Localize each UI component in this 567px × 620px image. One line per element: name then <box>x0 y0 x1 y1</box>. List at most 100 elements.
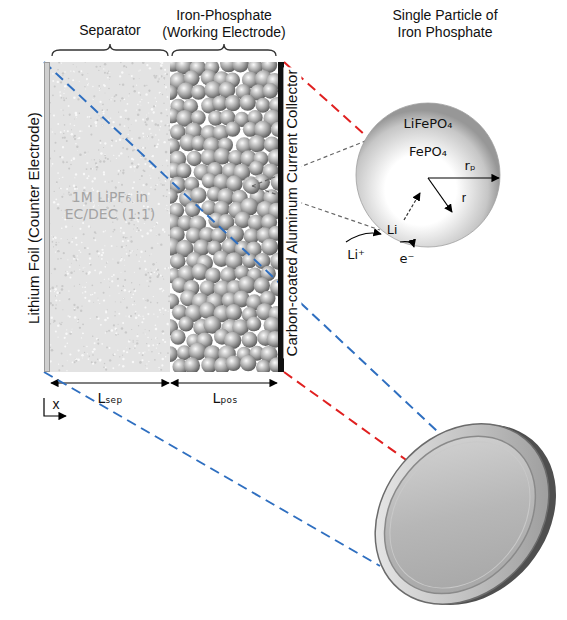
speck <box>108 330 110 332</box>
speck <box>118 182 119 183</box>
speck <box>159 75 160 76</box>
speck <box>56 291 58 293</box>
speck <box>71 328 73 330</box>
particle <box>170 85 178 100</box>
speck <box>57 324 59 326</box>
speck <box>156 146 158 148</box>
speck <box>124 279 126 281</box>
speck <box>116 329 117 330</box>
speck <box>94 292 96 294</box>
speck <box>119 356 120 357</box>
speck <box>114 96 116 98</box>
speck <box>59 188 60 189</box>
speck <box>50 158 51 160</box>
speck <box>111 126 113 128</box>
speck <box>77 255 78 256</box>
speck <box>91 284 93 286</box>
speck <box>142 316 143 317</box>
speck <box>161 62 163 64</box>
speck <box>115 94 117 96</box>
speck <box>50 223 51 225</box>
speck <box>107 158 109 160</box>
particle <box>214 148 231 165</box>
speck <box>146 343 147 344</box>
speck <box>88 225 90 227</box>
speck <box>119 75 121 77</box>
speck <box>131 250 132 251</box>
speck <box>50 165 52 167</box>
speck <box>66 140 68 142</box>
speck <box>70 123 71 124</box>
speck <box>60 188 62 190</box>
speck <box>160 64 163 67</box>
speck <box>156 235 157 236</box>
speck <box>138 229 140 231</box>
speck <box>145 93 147 95</box>
speck <box>156 235 157 236</box>
speck <box>157 243 158 244</box>
particle <box>191 85 206 100</box>
speck <box>65 225 67 227</box>
speck <box>124 271 126 273</box>
particle <box>170 330 185 345</box>
speck <box>100 282 101 283</box>
speck <box>135 120 137 122</box>
speck <box>90 118 91 119</box>
speck <box>58 337 59 338</box>
speck <box>162 94 163 95</box>
speck <box>86 177 88 179</box>
speck <box>71 160 73 162</box>
speck <box>94 269 96 271</box>
speck <box>69 276 71 278</box>
speck <box>150 229 152 231</box>
speck <box>145 251 146 252</box>
speck <box>141 235 143 237</box>
speck <box>103 292 105 294</box>
speck <box>133 341 134 342</box>
speck <box>54 86 56 88</box>
speck <box>156 184 157 185</box>
speck <box>118 334 119 335</box>
speck <box>104 319 107 322</box>
speck <box>108 88 110 90</box>
speck <box>131 282 132 283</box>
brace <box>172 44 276 56</box>
speck <box>85 273 87 275</box>
speck <box>108 99 110 101</box>
speck <box>144 163 146 165</box>
speck <box>149 280 151 282</box>
speck <box>151 156 153 158</box>
speck <box>123 236 125 238</box>
speck <box>166 115 168 117</box>
speck <box>82 271 84 273</box>
speck <box>133 228 135 230</box>
speck <box>97 297 99 299</box>
speck <box>146 64 148 66</box>
speck <box>129 130 130 131</box>
speck <box>54 288 57 291</box>
speck <box>142 118 144 120</box>
electrode-layer: Iron-Phosphate (Working Electrode) <box>170 62 278 372</box>
speck <box>61 196 63 198</box>
speck <box>138 325 139 326</box>
speck <box>51 349 54 352</box>
speck <box>75 360 77 362</box>
speck <box>99 271 102 274</box>
speck <box>149 174 151 176</box>
text-holder: Li⁺ <box>347 247 365 263</box>
speck <box>75 173 77 175</box>
speck <box>52 163 54 165</box>
speck <box>142 184 144 186</box>
speck <box>116 158 117 159</box>
speck <box>156 347 157 348</box>
particle <box>246 317 261 332</box>
speck <box>88 358 90 360</box>
speck <box>103 171 105 173</box>
speck <box>133 149 135 151</box>
speck <box>60 258 62 260</box>
speck <box>94 361 96 363</box>
speck <box>133 340 134 341</box>
speck <box>150 187 151 188</box>
speck <box>90 318 91 319</box>
